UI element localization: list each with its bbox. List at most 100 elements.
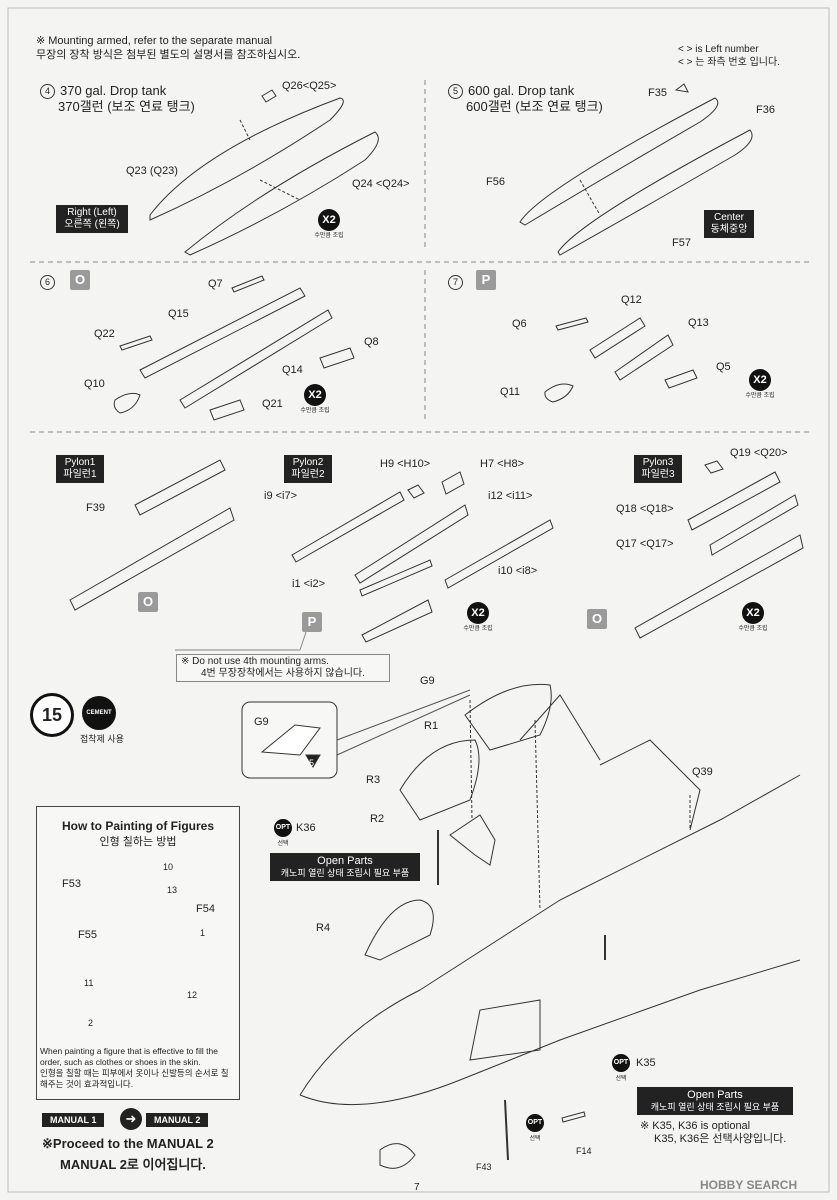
manual-1-tag: MANUAL 1 [42,1113,105,1127]
figure-part-label: F55 [78,929,97,941]
rail-drawing-step7 [544,317,698,403]
opt-caption: 선택 [277,841,289,847]
pylon2-box: Pylon2 파일런2 [284,455,332,483]
paint-color-marker: 13 [167,885,178,895]
part-label: Q23 (Q23) [126,165,178,177]
painting-title-ko: 인형 칠하는 방법 [99,836,177,848]
part-label: Q19 <Q20> [730,447,788,459]
pylon3-part-box: O [587,609,607,629]
step5-title: 5 600 gal. Drop tank [448,83,575,100]
part-label: Q22 [94,328,115,340]
part-label: i12 <i11> [488,490,533,502]
step7-number-wrap: 7 [448,274,468,292]
pylon-note-ko: 4번 무장장착에서는 사용하지 않습니다. [201,668,365,679]
part-label: F36 [756,104,775,116]
optional-note-en: ※ K35, K36 is optional [640,1120,751,1132]
opt-icon: OPT [526,1114,544,1132]
pylon2-ko: 파일런2 [291,469,325,480]
step4-side-box: Right (Left) 오른쪽 (왼쪽) [56,205,128,233]
detail-number: 5 [309,758,315,768]
part-label: Q11 [500,386,520,398]
opt-icon: OPT [612,1054,630,1072]
open-parts-en: Open Parts [317,855,373,867]
step7-part-box: P [476,270,496,290]
step5-side-en: Center [713,212,744,223]
step6-part-box: O [70,270,90,290]
pylon3-en: Pylon3 [642,457,674,468]
watermark: HOBBY SEARCH [700,1178,798,1192]
part-label: F43 [476,1162,492,1172]
painting-desc: When painting a figure that is effective… [40,1046,236,1090]
part-label: Q26<Q25> [282,80,337,92]
part-label: Q18 <Q18> [616,503,674,515]
part-label: K36 [296,822,316,834]
x2-caption: 수만큼 조립 [463,626,493,632]
step4-title-en: 370 gal. Drop tank [60,83,167,98]
optional-note-ko: K35, K36은 선택사양입니다. [654,1133,787,1145]
header-note-ko: 무장의 장착 방식은 첨부된 별도의 설명서를 참조하십시오. [36,49,301,61]
x2-badge: X2 [304,384,326,406]
proceed-en: ※Proceed to the MANUAL 2 [42,1136,214,1151]
pylon1-box: Pylon1 파일런1 [56,455,104,483]
step6-number-wrap: 6 [40,274,60,292]
aircraft-cockpit-drawing [299,683,801,1169]
open-parts-ko: 캐노피 열린 상태 조립시 필요 부품 [650,1102,780,1112]
step5-title-ko: 600갤런 (보조 연료 탱크) [466,99,603,114]
step4-title: 4 370 gal. Drop tank [40,83,167,100]
part-label: Q14 [282,364,303,376]
arrow-right-icon: ➜ [120,1108,142,1130]
part-label: K35 [636,1057,656,1069]
step5-title-en: 600 gal. Drop tank [468,83,575,98]
paint-color-marker: 2 [88,1018,94,1028]
detail-part-label: G9 [254,716,269,728]
step15-number: 15 [30,693,74,737]
opt-caption: 선택 [529,1136,541,1142]
step5-side-box: Center 동체중앙 [704,210,754,238]
part-label: R2 [370,813,385,825]
part-label: H7 <H8> [480,458,525,470]
paint-color-marker: 1 [200,928,206,938]
pylon2-en: Pylon2 [292,457,324,468]
open-parts-box-1: Open Parts 캐노피 열린 상태 조립시 필요 부품 [270,853,420,881]
open-parts-ko: 캐노피 열린 상태 조립시 필요 부품 [280,868,410,878]
part-label: F35 [648,87,667,99]
step4-title-ko: 370갤런 (보조 연료 탱크) [58,99,195,114]
part-label: Q21 [262,398,283,410]
part-label: R1 [424,720,439,732]
step4-number: 4 [40,84,55,100]
step5-side-ko: 동체중앙 [710,224,748,235]
part-label: F57 [672,237,691,249]
painting-desc-ko: 인형을 칠할 때는 피부에서 옷이나 신발등의 순서로 칠해주는 것이 효과적입… [40,1068,229,1089]
x2-caption: 수만큼 조립 [300,408,330,414]
part-label: Q15 [168,308,189,320]
rail-drawing-step6 [113,275,355,421]
x2-caption: 수만큼 조립 [745,393,775,399]
part-label: G9 [420,675,435,687]
x2-badge: X2 [749,369,771,391]
part-label: i1 <i2> [292,578,326,590]
part-label: Q13 [688,317,709,329]
painting-box: How to Painting of Figures 인형 칠하는 방법 [36,806,240,1100]
pylon1-part-box: O [138,592,158,612]
figure-part-label: F54 [196,903,215,915]
part-label: Q8 [364,336,379,348]
part-label: Q39 [692,766,713,778]
manual-2-tag: MANUAL 2 [146,1113,209,1127]
part-label: i9 <i7> [264,490,298,502]
step5-number: 5 [448,84,463,100]
part-label: Q12 [621,294,642,306]
legend-ko: < > 는 좌측 번호 입니다. [678,57,780,68]
pylon-drawings [69,459,804,651]
paint-color-marker: 11 [84,978,94,988]
part-label: Q5 [716,361,731,373]
x2-badge: X2 [467,602,489,624]
part-label: Q17 <Q17> [616,538,674,550]
part-label: R3 [366,774,381,786]
step6-number: 6 [40,275,55,291]
opt-icon: OPT [274,819,292,837]
drop-tank-600-drawing [519,83,753,256]
part-label: Q6 [512,318,527,330]
paint-color-marker: 12 [187,990,198,1000]
painting-title-en: How to Painting of Figures [62,819,214,833]
opt-caption: 선택 [615,1076,627,1082]
